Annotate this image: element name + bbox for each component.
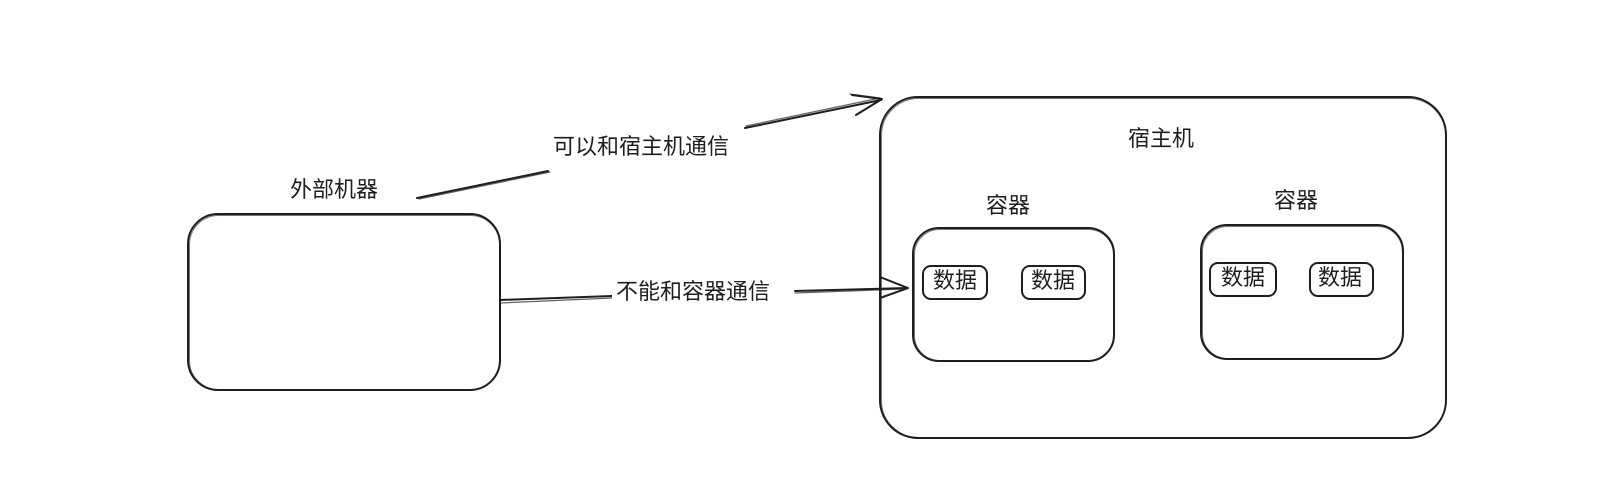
data-chip-2-1 (1209, 262, 1277, 297)
container-label-2: 容器 (1274, 189, 1319, 214)
external-machine-label: 外部机器 (290, 178, 379, 203)
host-label: 宿主机 (1128, 127, 1195, 152)
data-label-1-1: 数据 (933, 269, 978, 294)
data-label-2-2: 数据 (1318, 266, 1363, 291)
host-box (879, 96, 1447, 439)
data-label-2-1: 数据 (1221, 266, 1266, 291)
data-chip-2-2 (1309, 262, 1374, 297)
arrow-to-container (499, 276, 909, 304)
arrow-to-host (416, 93, 883, 200)
external-machine-box (187, 213, 501, 391)
edge-label-to-host: 可以和宿主机通信 (549, 135, 734, 161)
container-box-2 (1200, 224, 1404, 360)
data-label-1-2: 数据 (1031, 269, 1076, 294)
container-box-1 (912, 227, 1115, 362)
data-chip-1-2 (1021, 265, 1086, 300)
container-label-1: 容器 (986, 194, 1031, 219)
data-chip-1-1 (922, 265, 988, 300)
edge-label-to-container: 不能和容器通信 (612, 280, 775, 306)
